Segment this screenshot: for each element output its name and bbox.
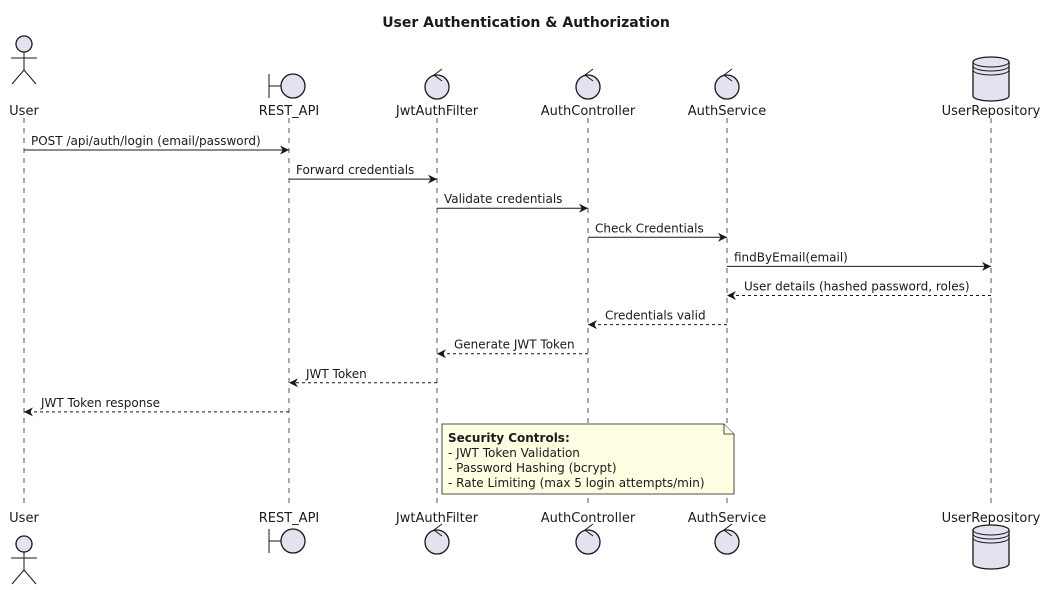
message: Credentials valid [588,309,727,330]
participant-label: AuthService [688,104,767,119]
control-icon [575,523,601,555]
message-label: Validate credentials [444,192,562,206]
participant-label: User [9,104,39,119]
participant-label: AuthService [688,511,767,526]
message-label: POST /api/auth/login (email/password) [31,134,261,148]
message-label: Generate JWT Token [454,338,575,352]
participant-label: UserRepository [942,104,1041,119]
participant-top-user: User [9,35,39,119]
control-icon [424,523,450,555]
message-label: User details (hashed password, roles) [744,280,970,294]
lifelines [23,118,992,508]
message: User details (hashed password, roles) [727,280,991,300]
participant-heads-bottom: User REST_API JwtAuthFilter AuthController A… [9,511,1041,585]
message-label: Forward credentials [296,163,414,177]
message: JWT Token [289,367,437,388]
message: POST /api/auth/login (email/password) [24,134,289,155]
participant-label: JwtAuthFilter [395,104,479,119]
message: Generate JWT Token [437,338,588,359]
message-label: JWT Token [305,367,367,381]
message: JWT Token response [24,396,289,417]
control-icon [575,68,601,100]
participant-label: UserRepository [942,511,1041,526]
diagram-title: User Authentication & Authorization [382,15,670,31]
actor-icon [11,35,37,85]
note-box [441,423,735,495]
message: Validate credentials [437,192,588,213]
participant-label: REST_API [259,511,320,526]
participant-label: REST_API [259,104,320,119]
note-line: - Password Hashing (bcrypt) [448,461,617,475]
participant-top-repo: UserRepository [942,56,1041,119]
participant-label: AuthController [541,511,636,526]
boundary-icon [268,73,306,99]
database-icon [972,56,1010,102]
participant-bottom-rest: REST_API [259,511,320,554]
participant-top-jwt: JwtAuthFilter [395,68,479,119]
control-icon [714,68,740,100]
messages: POST /api/auth/login (email/password) For… [24,134,991,417]
participant-label: JwtAuthFilter [395,511,479,526]
participant-top-svc: AuthService [688,68,767,119]
boundary-icon [268,528,306,554]
message-label: Credentials valid [605,309,706,323]
note-title: Security Controls: [448,431,570,445]
participant-bottom-repo: UserRepository [942,511,1041,570]
message-label: JWT Token response [40,396,160,410]
participant-top-ctrl: AuthController [541,68,636,119]
participant-label: AuthController [541,104,636,119]
note-line: - Rate Limiting (max 5 login attempts/mi… [448,476,705,490]
participant-top-rest: REST_API [259,73,320,119]
participant-bottom-svc: AuthService [688,511,767,555]
participant-bottom-user: User [9,511,39,585]
message-label: Check Credentials [595,221,704,235]
participant-label: User [9,511,39,526]
security-controls-note: Security Controls:- JWT Token Validation… [441,423,735,495]
note-line: - JWT Token Validation [448,446,580,460]
participant-heads-top: User REST_API JwtAuthFilter AuthController A… [9,35,1041,119]
participant-bottom-ctrl: AuthController [541,511,636,555]
note-fold [723,424,734,435]
control-icon [424,68,450,100]
message: findByEmail(email) [727,250,991,271]
message: Check Credentials [588,221,727,242]
message: Forward credentials [289,163,437,184]
control-icon [714,523,740,555]
participant-bottom-jwt: JwtAuthFilter [395,511,479,555]
message-label: findByEmail(email) [734,250,848,264]
database-icon [972,524,1010,570]
actor-icon [11,535,37,585]
